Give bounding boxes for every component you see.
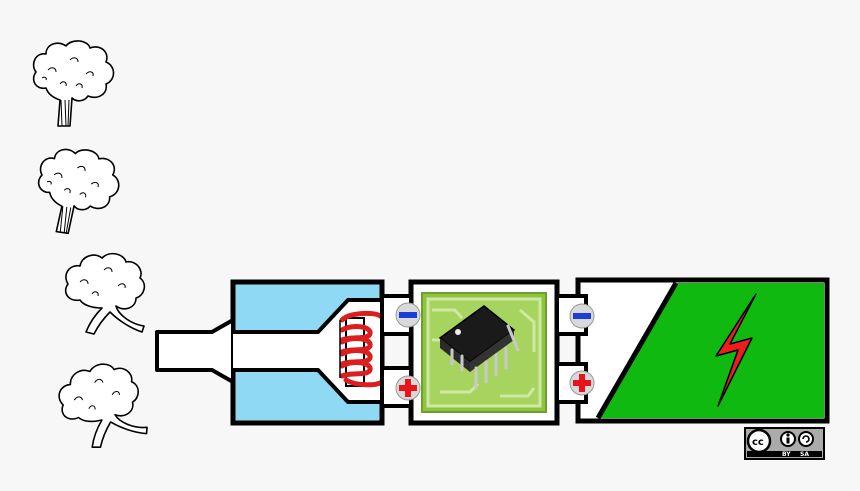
tree-icon	[52, 356, 151, 455]
by-label: BY	[782, 451, 791, 458]
terminal-minus-left	[380, 294, 421, 336]
share-alike-icon	[798, 431, 814, 447]
generator-block	[155, 279, 385, 426]
microchip-icon	[438, 305, 520, 390]
input-shaft	[155, 318, 235, 384]
controller-block	[408, 279, 560, 426]
tree-icon	[64, 252, 146, 335]
terminal-plus-left	[380, 366, 421, 408]
cc-label: cc	[752, 437, 764, 448]
coil-icon	[339, 310, 385, 388]
tree-icon	[31, 143, 124, 241]
tree-icon	[32, 40, 115, 127]
terminal-minus-right	[555, 294, 595, 336]
terminal-plus-right	[555, 362, 595, 404]
cc-icon	[746, 428, 772, 454]
sa-label: SA	[800, 451, 809, 458]
battery-block	[575, 277, 830, 424]
lightning-bolt-icon	[715, 293, 757, 407]
battery-charge-fill	[598, 283, 824, 418]
cc-license-badge[interactable]: cc BY SA	[744, 427, 825, 460]
